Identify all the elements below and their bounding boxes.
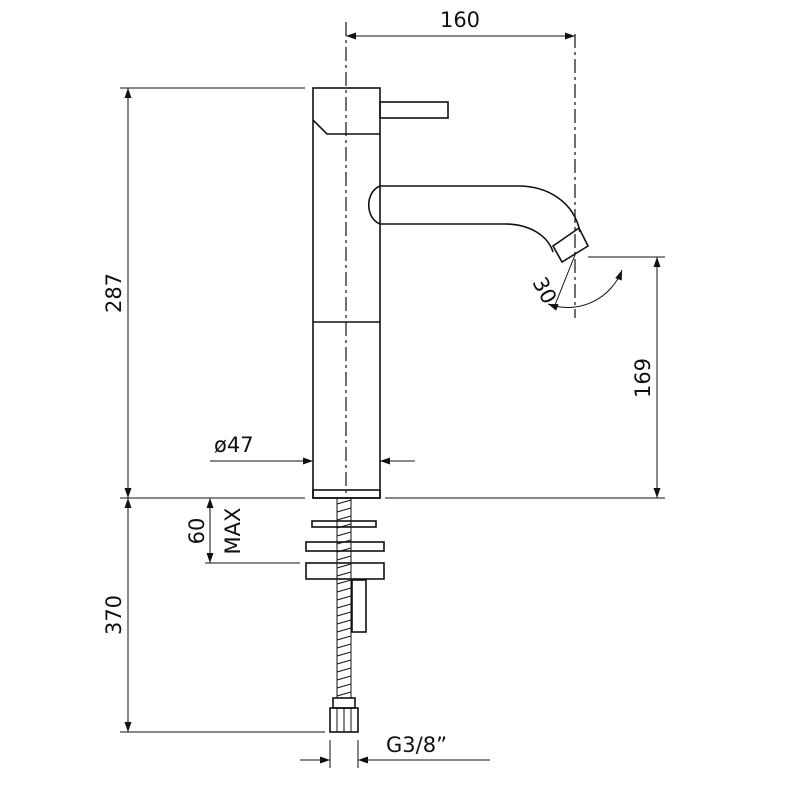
deck-thickness-unit: MAX bbox=[221, 508, 245, 555]
diameter-label: ø47 bbox=[214, 433, 254, 457]
lever-cap bbox=[312, 101, 449, 135]
threaded-hose bbox=[336, 497, 352, 699]
spout-height-dimension: 169 bbox=[588, 256, 665, 498]
spout-height-label: 169 bbox=[631, 358, 655, 398]
deck-thickness-dimension: 60 MAX bbox=[185, 498, 300, 564]
angle-arc bbox=[547, 269, 623, 311]
connection-dimension: G3/8” bbox=[300, 733, 490, 768]
reach-dimension: 160 bbox=[346, 8, 575, 40]
hose-length-label: 370 bbox=[102, 595, 126, 635]
aerator bbox=[551, 226, 590, 264]
diameter-dimension: ø47 bbox=[210, 433, 415, 465]
height-label: 287 bbox=[102, 273, 126, 313]
washers bbox=[305, 520, 385, 580]
reach-label: 160 bbox=[440, 8, 480, 32]
hose-length-dimension: 370 bbox=[102, 498, 325, 733]
connection-label: G3/8” bbox=[386, 733, 447, 757]
connection-nut bbox=[329, 697, 359, 733]
height-dimension: 287 bbox=[102, 87, 305, 498]
spout bbox=[367, 185, 590, 264]
fixing-stud bbox=[351, 579, 367, 633]
deck-thickness-value: 60 bbox=[185, 518, 209, 545]
